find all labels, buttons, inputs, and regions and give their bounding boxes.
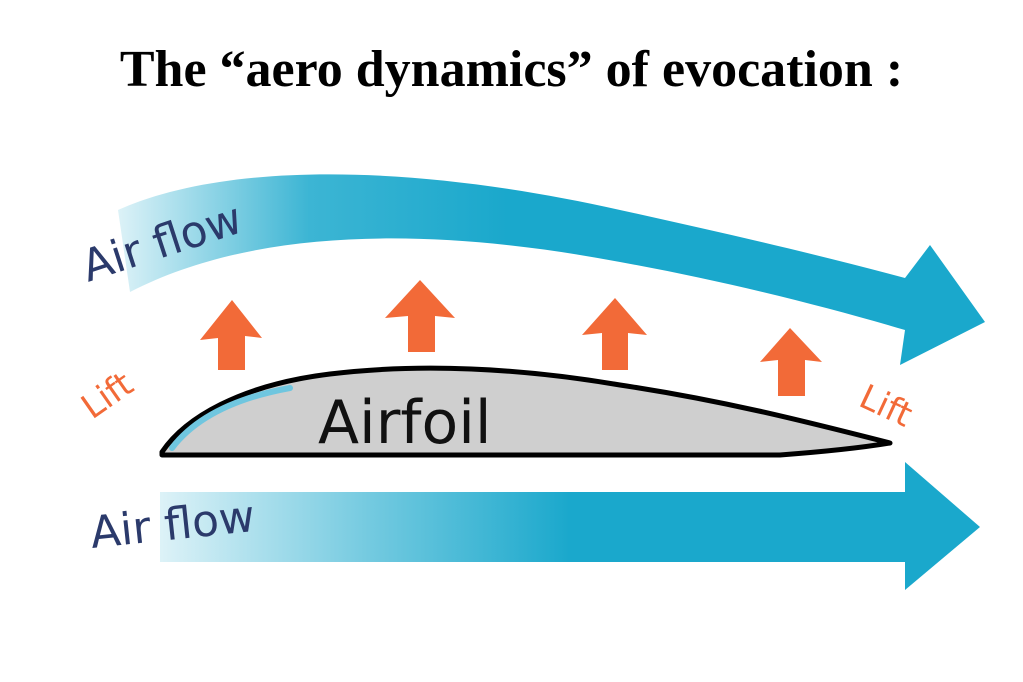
lift-arrow-1	[200, 300, 262, 370]
lift-arrow-4	[760, 328, 822, 396]
airfoil-label: Airfoil	[318, 388, 492, 458]
lift-arrow-2	[385, 280, 455, 352]
lift-arrow-3	[582, 298, 647, 370]
top-airflow-arrow	[118, 174, 985, 365]
airfoil-shape	[159, 365, 893, 458]
slide-title: The “aero dynamics” of evocation :	[119, 41, 904, 98]
lift-label-right: Lift	[853, 377, 918, 436]
bottom-airflow-arrow	[160, 462, 980, 590]
lift-label-left: Lift	[74, 364, 140, 427]
